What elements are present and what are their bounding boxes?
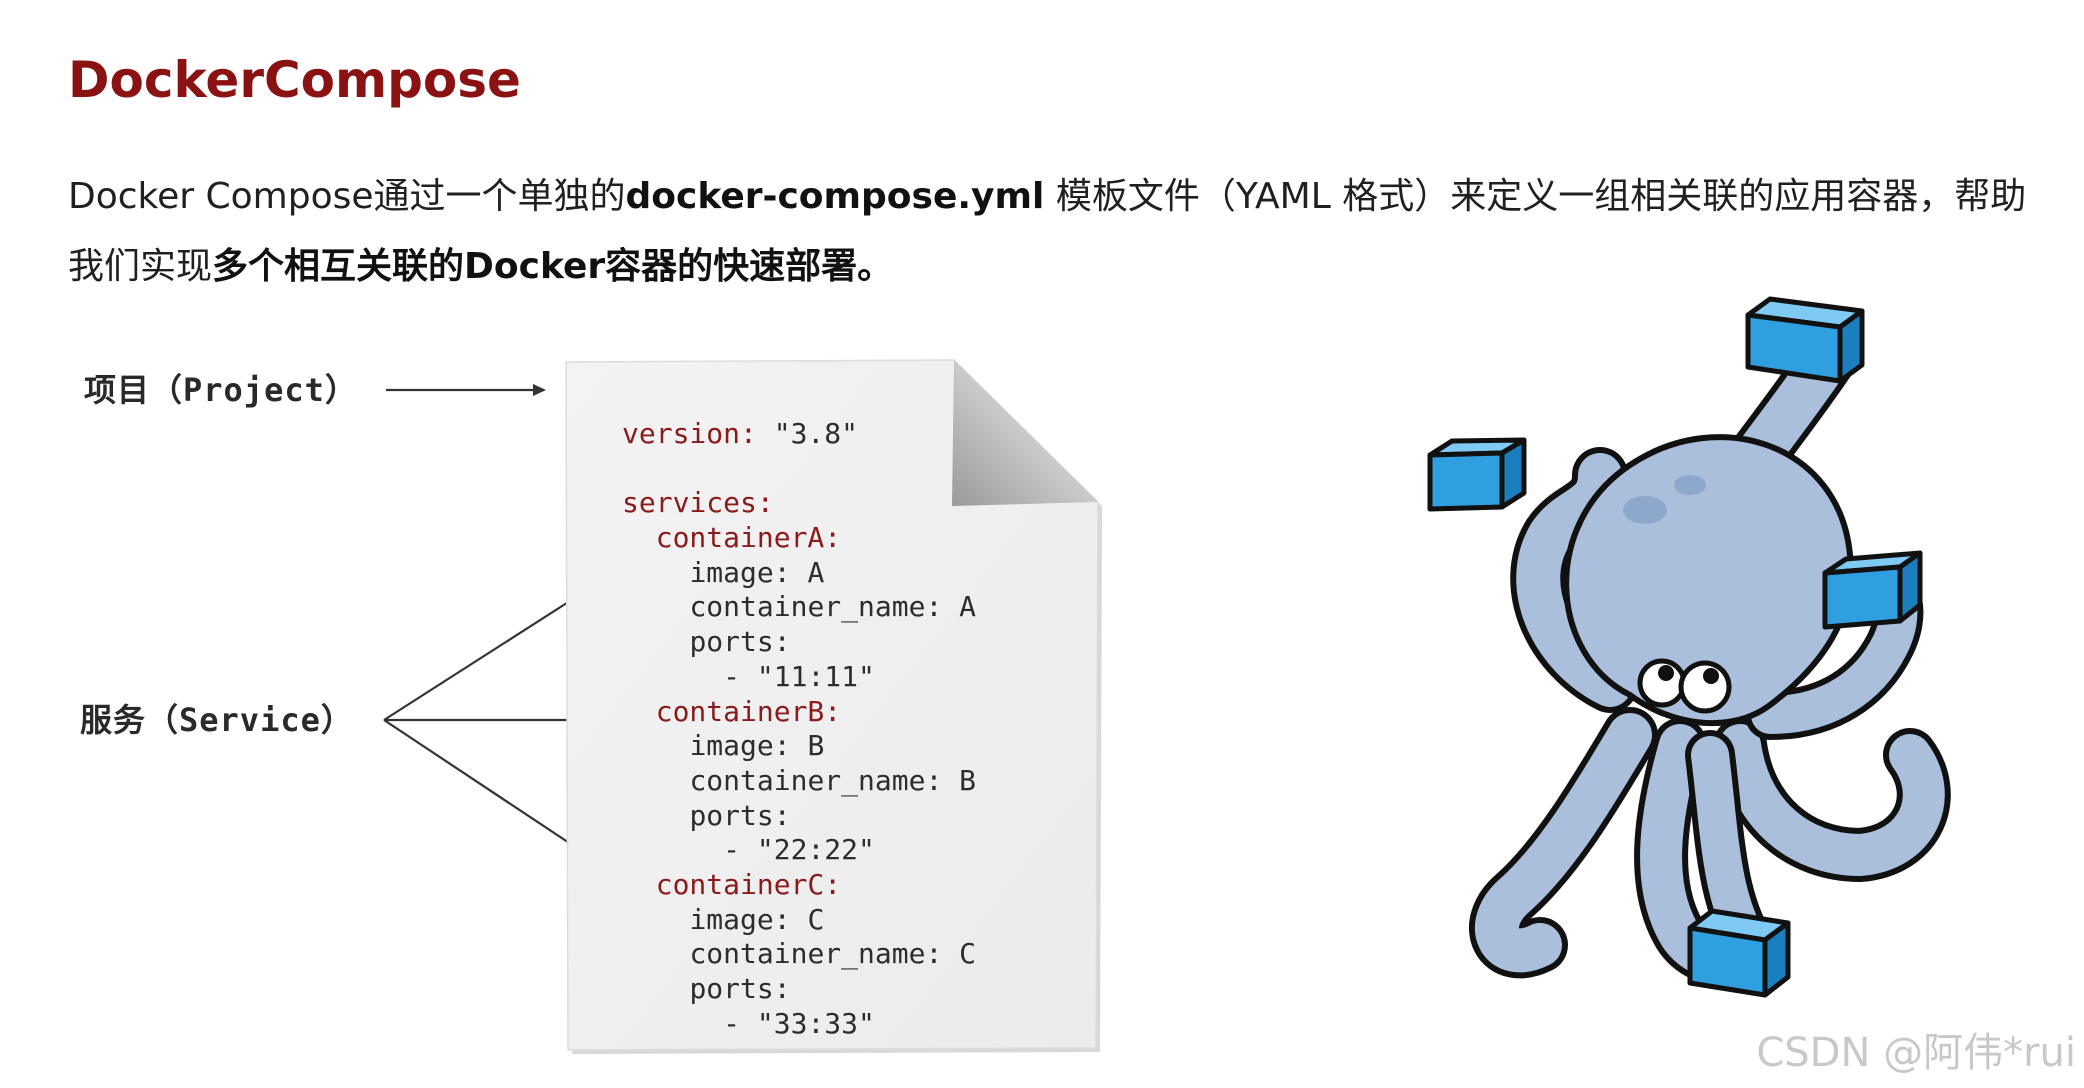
slide-title: DockerCompose (68, 51, 521, 109)
yaml-container-b-key: containerB: (655, 694, 842, 728)
yaml-services-key: services: (622, 486, 774, 520)
yaml-container-c-image: image: C (689, 902, 825, 936)
yaml-container-c-key: containerC: (655, 867, 842, 901)
intro-text-1: Docker Compose通过一个单独的 (68, 176, 626, 217)
yaml-container-c-port: - "33:33" (723, 1006, 875, 1040)
yaml-container-a-key: containerA: (655, 521, 842, 555)
docker-compose-octopus-icon (1427, 296, 1951, 998)
yaml-container-a-ports: ports: (689, 625, 791, 659)
intro-paragraph: Docker Compose通过一个单独的docker-compose.yml … (68, 162, 2028, 302)
yaml-version-key: version: (622, 417, 757, 450)
yaml-container-c-ports: ports: (689, 972, 791, 1005)
yaml-code-block: version: "3.8" services: containerA: ima… (622, 417, 976, 1041)
service-label: 服务（Service） (80, 701, 354, 739)
project-label: 项目（Project） (84, 371, 358, 409)
yaml-container-b-image: image: B (689, 729, 825, 763)
yaml-container-a-image: image: A (689, 555, 825, 589)
yaml-container-c-name: container_name: C (689, 937, 977, 971)
intro-filename: docker-compose.yml (625, 176, 1045, 217)
yaml-container-a-name: container_name: A (689, 590, 977, 624)
yaml-document-page (564, 358, 1104, 1058)
yaml-version-value: "3.8" (756, 417, 859, 450)
intro-text-2: 模板文件（YAML 格式）来定义一组相关联的应用容器，帮助我们实现 (68, 176, 2027, 287)
csdn-watermark: CSDN @阿伟*rui (1756, 1030, 2076, 1076)
yaml-container-b-name: container_name: B (689, 763, 977, 797)
yaml-container-b-port: - "22:22" (723, 833, 875, 867)
yaml-container-a-port: - "11:11" (723, 659, 875, 693)
intro-emphasis: 多个相互关联的Docker容器的快速部署。 (212, 246, 894, 287)
yaml-container-b-ports: ports: (689, 798, 791, 832)
